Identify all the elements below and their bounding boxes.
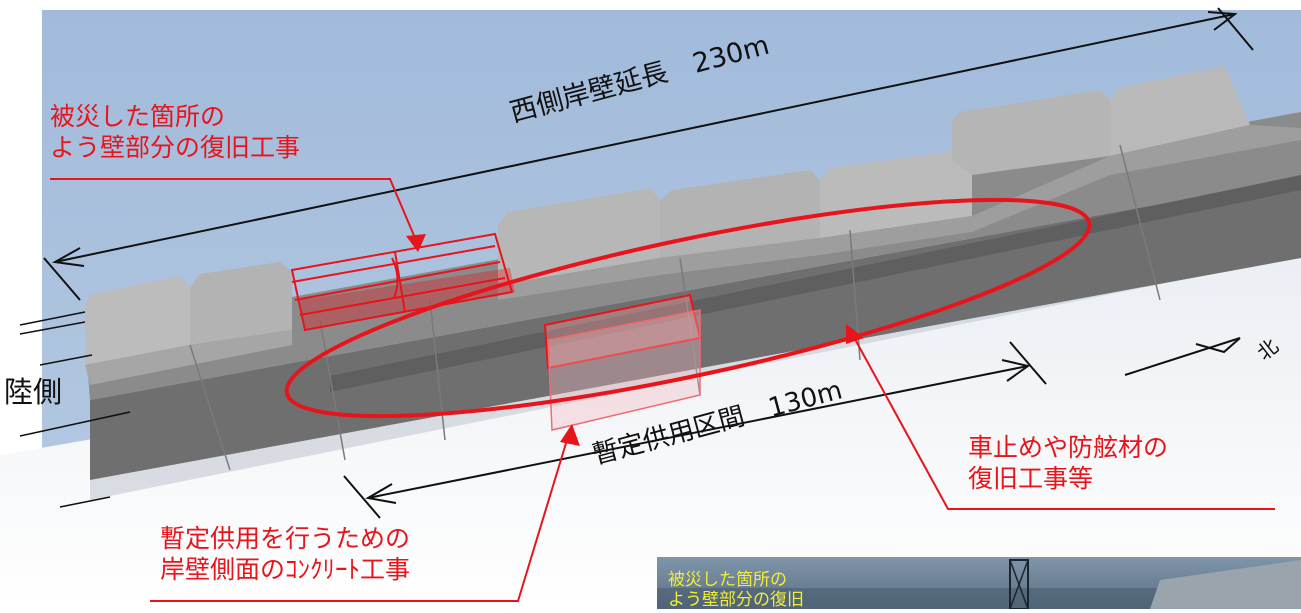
label-damaged-repair-line1: 被災した箇所の: [50, 102, 226, 131]
damaged-wall-outline: [290, 232, 514, 332]
parapet-block: [952, 90, 1110, 175]
damaged-wall-break: [391, 257, 399, 299]
leader-lines: [50, 178, 1275, 602]
parapet-block: [820, 150, 972, 238]
quay-deck-front: [330, 175, 1301, 392]
site-photo-water: [657, 588, 1301, 609]
land-side-line: [19, 321, 86, 335]
leader-arrowhead: [560, 424, 580, 446]
parapet-block: [85, 276, 190, 365]
leader-car-stop: [849, 329, 1275, 510]
land-side-line: [39, 354, 93, 366]
length-230-tick-left: [43, 257, 81, 301]
length-130-head-right: [1001, 359, 1031, 382]
length-230-head-right: [1207, 11, 1238, 31]
label-car-stop-fender-line1: 車止めや防舷材の: [968, 433, 1169, 462]
leader-arrowheads: [406, 234, 864, 446]
length-130-head-left: [365, 483, 397, 504]
block-seam: [189, 344, 231, 471]
damaged-wall-fill: [300, 268, 515, 330]
damaged-wall-edge: [394, 251, 406, 313]
label-car-stop-fender: 車止めや防舷材の 復旧工事等: [968, 432, 1168, 495]
photo-caption: 被災した箇所の よう壁部分の復旧: [668, 570, 804, 610]
damaged-wall-section: [290, 232, 515, 332]
label-car-stop-fender-line2: 復旧工事等: [968, 464, 1094, 494]
land-side-lines: [19, 311, 131, 508]
leader-arrowhead: [846, 324, 864, 344]
parapet-block: [190, 262, 292, 345]
site-photo: [657, 557, 1301, 610]
label-temporary-concrete: 暫定供用を行うための 岸壁側面のｺﾝｸﾘｰﾄ工事: [160, 523, 410, 586]
length-130-tick-left: [343, 475, 381, 519]
length-130-arrow: [343, 341, 1047, 519]
north-arrow-line: [1124, 337, 1241, 376]
block-seam: [319, 319, 346, 461]
length-130-line: [367, 365, 1029, 499]
length-230-head-left: [51, 247, 85, 267]
land-side-line: [59, 496, 111, 508]
parapet-blocks: [85, 66, 1301, 385]
label-damaged-repair: 被災した箇所の よう壁部分の復旧工事: [50, 101, 300, 164]
north-arrow-head: [1195, 337, 1241, 354]
leader-temporary: [150, 429, 571, 602]
leader-damaged: [50, 178, 419, 246]
label-land-side: 陸側: [4, 375, 63, 409]
land-side-line: [19, 411, 131, 437]
site-photo-quay: [1150, 560, 1301, 609]
label-temporary-concrete-line1: 暫定供用を行うための: [160, 524, 411, 553]
site-photo-crane-brace: [1009, 559, 1029, 610]
block-seam: [429, 299, 446, 441]
damaged-wall-edge: [291, 245, 496, 283]
length-230-line: [54, 13, 1236, 263]
north-arrow: [1124, 337, 1241, 376]
length-230-tick-right: [1217, 7, 1254, 51]
label-temporary-concrete-line2: 岸壁側面のｺﾝｸﾘｰﾄ工事: [160, 555, 411, 585]
parapet-block: [498, 188, 660, 285]
length-230-arrow: [43, 7, 1254, 301]
parapet-block-face: [85, 330, 292, 385]
block-seam: [1119, 144, 1161, 301]
parapet-block-face: [498, 125, 1301, 300]
quay-side-band: [90, 178, 1301, 480]
label-damaged-repair-line2: よう壁部分の復旧工事: [50, 133, 301, 163]
sea-surface: [0, 230, 1301, 609]
length-130-tick-right: [1009, 341, 1047, 385]
temporary-use-ellipse: [284, 197, 1092, 419]
photo-caption-line2: よう壁部分の復旧: [668, 589, 804, 610]
parapet-block: [1110, 66, 1250, 156]
leader-arrowhead: [406, 234, 426, 252]
photo-caption-line1: 被災した箇所の: [668, 570, 787, 590]
block-seam: [679, 257, 701, 396]
land-side-line: [19, 311, 86, 326]
